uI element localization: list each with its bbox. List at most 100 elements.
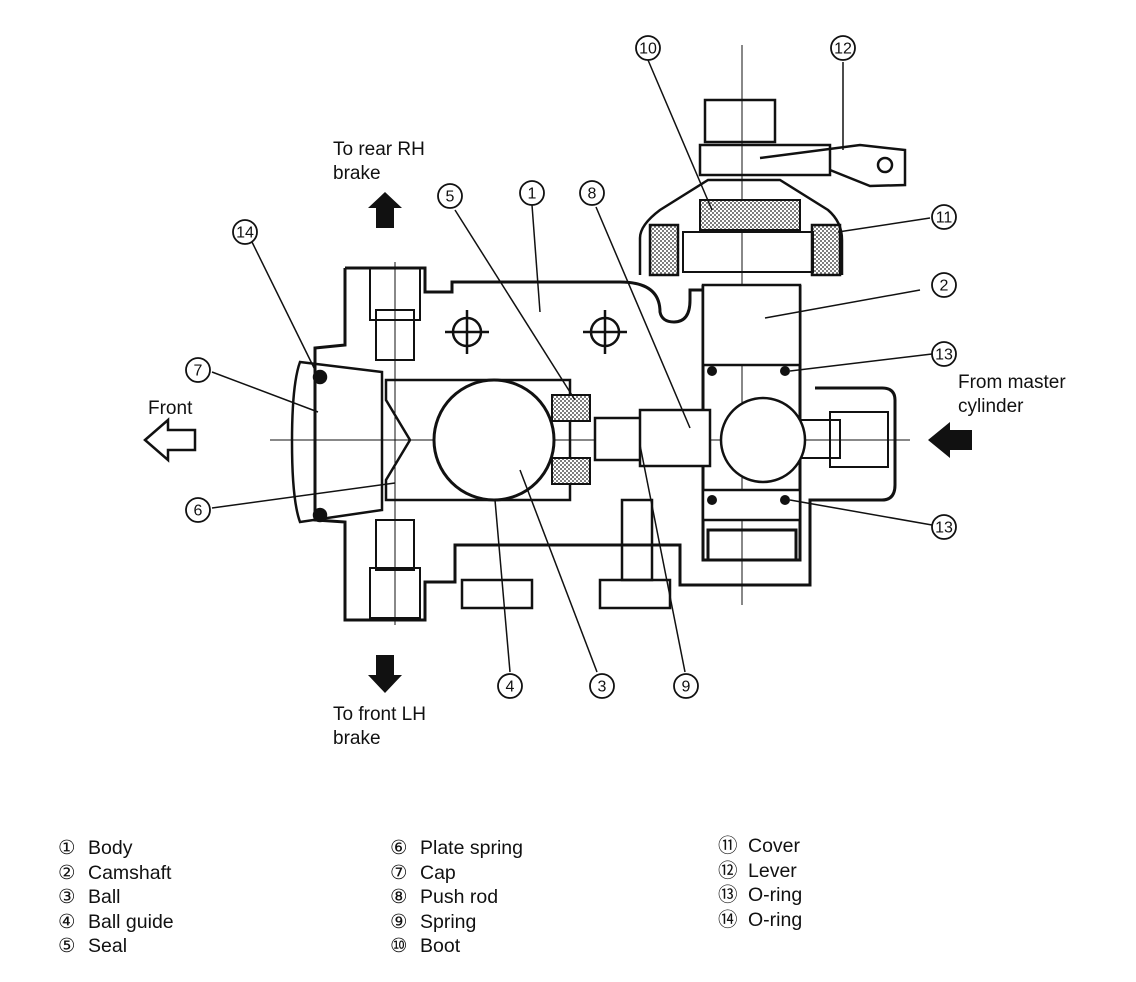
callout-number-14: 14 (236, 225, 254, 242)
legend-item: ② Camshaft (58, 861, 174, 886)
legend-item-label: Body (88, 837, 133, 859)
legend-item-label: O-ring (748, 908, 803, 931)
legend-item-number: ③ (58, 886, 76, 908)
boot (682, 199, 814, 273)
callout-circle-11 (931, 204, 957, 230)
legend-item-label: Spring (420, 910, 477, 933)
callout-number-3: 3 (598, 679, 607, 696)
callout-circle-3 (589, 673, 615, 699)
center-lines (270, 45, 910, 625)
mounting-bolts (445, 310, 672, 610)
legend-item-label: Ball (88, 886, 121, 908)
legend-item-label: Ball guide (88, 910, 174, 933)
callout-number-9: 9 (682, 679, 691, 696)
legend-item: ⑨ Spring (390, 910, 523, 935)
legend-item-number: ⑪ (718, 835, 738, 857)
ball (432, 378, 556, 502)
legend-item-number: ⑬ (718, 884, 738, 906)
legend-item: ⑭ O-ring (718, 908, 802, 933)
callout-number-4: 4 (506, 679, 515, 696)
arrow-left-solid-icon (928, 422, 972, 458)
arrow-up-icon (368, 192, 402, 228)
callout-circle-8 (579, 180, 605, 206)
seal (551, 394, 591, 485)
arrow-down-icon (368, 655, 402, 693)
callout-circle-14 (232, 219, 258, 245)
legend-col3: ⑪ Cover ⑫ Lever ⑬ O-ring ⑭ O-ring (718, 834, 802, 932)
callout-circle-2 (931, 272, 957, 298)
legend-item-label: Camshaft (88, 861, 172, 884)
legend-item: ⑩ Boot (390, 934, 523, 959)
arrow-left-outline-icon (143, 417, 197, 463)
callout-number-7: 7 (194, 363, 203, 380)
legend-item-number: ⑦ (390, 861, 408, 884)
legend-item: ⑬ O-ring (718, 883, 802, 908)
cap (290, 360, 384, 524)
callout-circle-1 (519, 180, 545, 206)
lever (698, 98, 907, 188)
callout-circle-10 (635, 35, 661, 61)
ports (369, 267, 889, 619)
legend-item-label: Lever (748, 859, 797, 882)
legend-item: ① Body (58, 836, 174, 861)
legend-item-number: ⑫ (718, 859, 738, 882)
callout-circle-4 (497, 673, 523, 699)
camshaft (701, 283, 807, 522)
callout-circle-6 (185, 497, 211, 523)
legend-item-number: ⑥ (390, 837, 408, 859)
legend-item: ③ Ball (58, 885, 174, 910)
callout-number-1: 1 (528, 186, 537, 203)
legend-item-number: ① (58, 837, 76, 859)
legend-item: ④ Ball guide (58, 910, 174, 935)
legend-item-label: O-ring (748, 884, 803, 906)
front-label: Front (148, 398, 193, 419)
cover (638, 178, 844, 277)
legend-item-label: Plate spring (420, 837, 523, 859)
o-ring-13 (707, 366, 790, 505)
legend-item-number: ⑨ (390, 910, 408, 933)
to-rear-rh-brake-line2: brake (333, 163, 381, 184)
push-rod (593, 408, 712, 468)
callout-number-5: 5 (446, 189, 455, 206)
callout-circle-12 (830, 35, 856, 61)
callout-circle-13 (931, 341, 957, 367)
callout-number-6: 6 (194, 503, 203, 520)
callout-circle-7 (185, 357, 211, 383)
legend-item-label: Push rod (420, 886, 499, 908)
legend-item-label: Cover (748, 835, 801, 857)
callout-number-11: 11 (936, 210, 953, 227)
callout-number-8: 8 (588, 186, 597, 203)
callout-number-13: 13 (935, 347, 953, 364)
legend-item-number: ② (58, 861, 76, 884)
from-master-cylinder-label: From master cylinder (958, 372, 1071, 417)
callout-number-2: 2 (940, 278, 949, 295)
legend-item: ⑦ Cap (390, 861, 523, 886)
callout-number-13: 13 (935, 520, 953, 537)
legend-item-number: ④ (58, 910, 76, 933)
legend-item: ⑪ Cover (718, 834, 802, 859)
to-rear-rh-brake-line1: To rear RH (333, 139, 425, 160)
legend-item: ⑤ Seal (58, 934, 174, 959)
legend-item: ⑧ Push rod (390, 885, 523, 910)
legend-item-number: ⑤ (58, 935, 76, 957)
from-master-cylinder-line1: From master (958, 372, 1066, 393)
legend-col2: ⑥ Plate spring ⑦ Cap ⑧ Push rod ⑨ Spring ⑩ Boot (390, 836, 523, 959)
legend-item-number: ⑭ (718, 908, 738, 931)
callout-circle-13 (931, 514, 957, 540)
legend-col1: ① Body ② Camshaft ③ Ball ④ Ball guide ⑤ Seal (58, 836, 174, 959)
leader-lines (211, 59, 933, 673)
legend-item: ⑫ Lever (718, 859, 802, 884)
callout-circle-9 (673, 673, 699, 699)
to-front-lh-brake-line2: brake (333, 728, 381, 749)
legend-item-number: ⑧ (390, 886, 408, 908)
legend-item-number: ⑩ (390, 935, 408, 957)
legend-item: ⑥ Plate spring (390, 836, 523, 861)
legend-item-label: Boot (420, 935, 461, 957)
callout-number-10: 10 (639, 41, 657, 58)
to-front-lh-brake-label: To front LH brake (333, 704, 431, 749)
legend-item-label: Seal (88, 935, 128, 957)
legend-item-label: Cap (420, 861, 456, 884)
valve-cross-section-diagram: To rear RH brake To front LH brake Front… (143, 35, 1071, 749)
callout-circle-5 (437, 183, 463, 209)
